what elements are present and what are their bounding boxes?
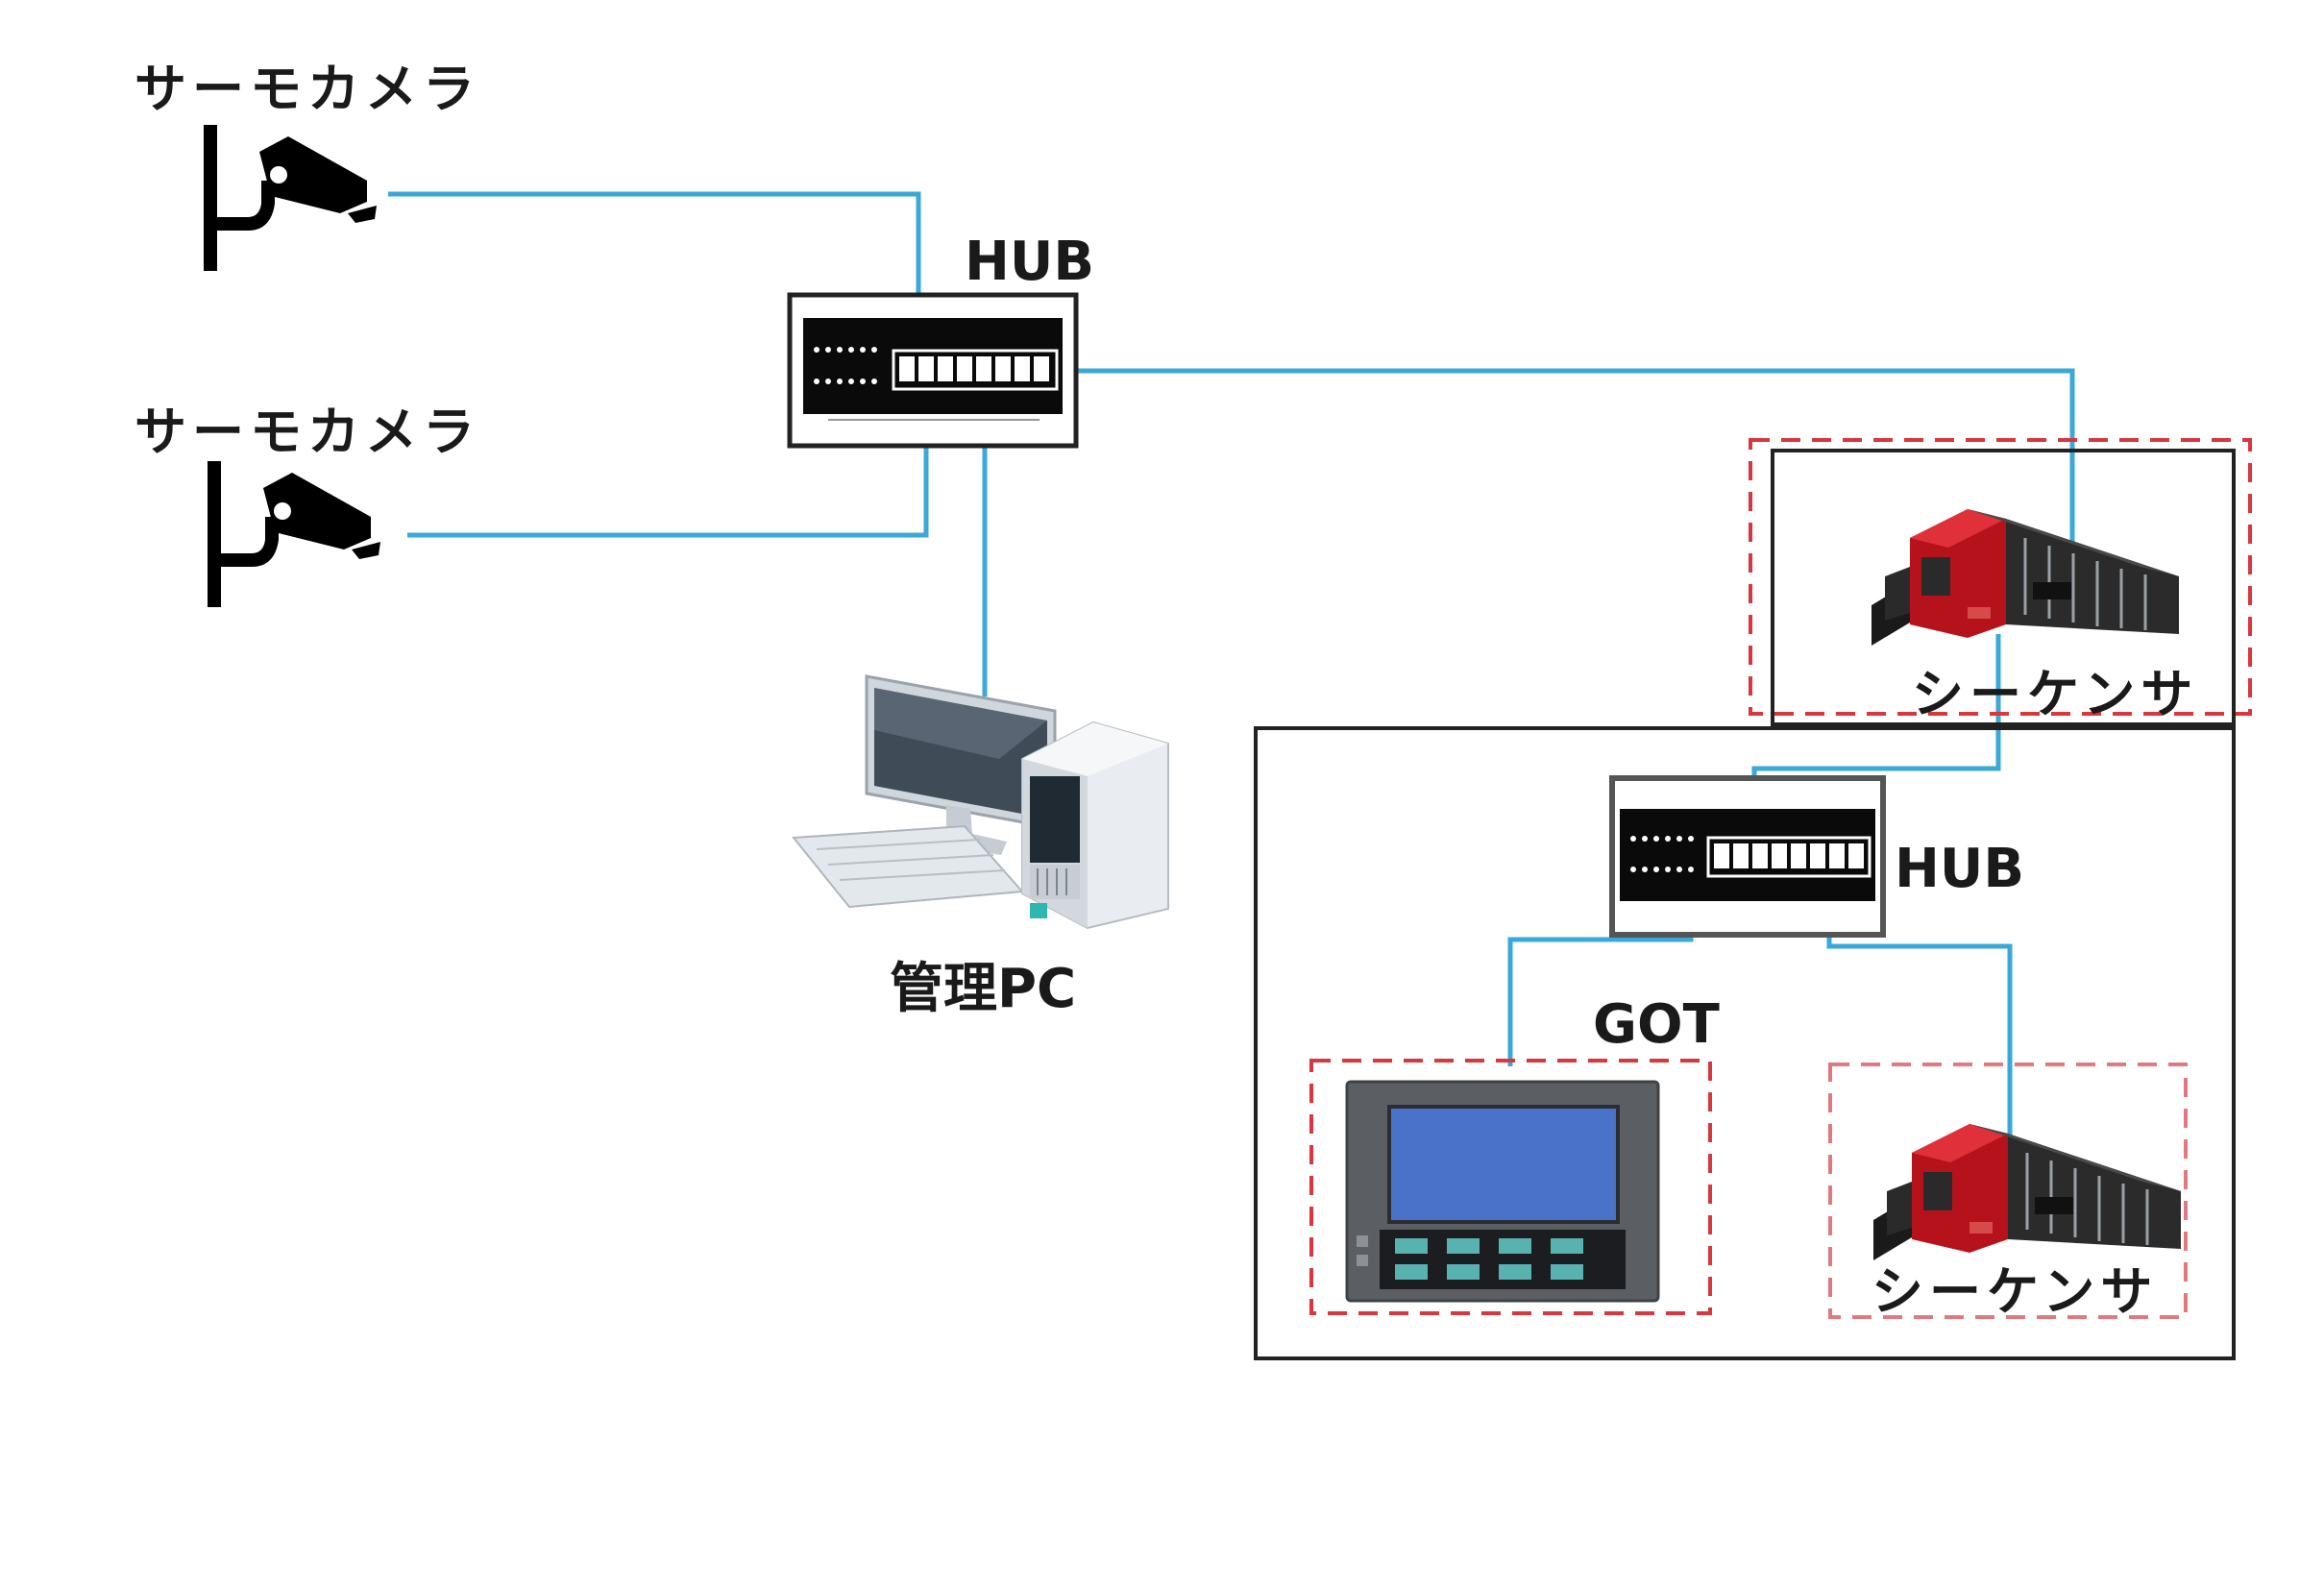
sub-network-frame [1254,726,2236,1360]
plc-icon [1873,1124,2181,1260]
plc-label: シーケンサ [1912,664,2199,724]
pc-label: 管理PC [890,958,1077,1020]
plc-bottom-dashed-group [1828,1063,2188,1319]
hub-icon [787,292,1079,449]
cables [388,191,2075,1148]
plc-top-dashed-group [1749,438,2252,716]
hub-icon [1609,775,1886,938]
camera-icon [204,125,377,271]
camera-icon [208,461,380,607]
plc-icon [1871,509,2179,646]
got-dashed-group [1309,1059,1712,1315]
cable-camera2-hub [407,420,929,538]
pc-icon [792,674,1169,930]
plc-top-frame [1771,449,2236,726]
hub-label: HUB [965,231,1095,293]
hub-label: HUB [1895,838,2025,900]
camera-label: サーモカメラ [135,402,480,462]
cable-camera1-hub [388,191,921,318]
plc-label: シーケンサ [1871,1261,2159,1322]
camera-label: サーモカメラ [135,59,480,119]
cable-hub2-plc-bottom [1826,922,2013,1148]
cable-hub-plc-top [1072,368,2075,545]
got-panel-icon [1345,1080,1660,1303]
got-label: GOT [1593,993,1720,1056]
